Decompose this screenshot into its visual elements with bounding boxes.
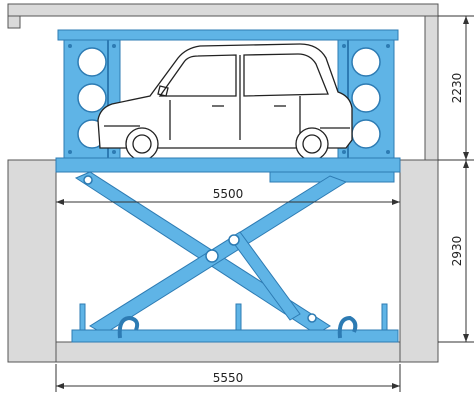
top-beam xyxy=(57,29,399,41)
right-wall-upper xyxy=(424,15,439,161)
pivot-pin xyxy=(83,175,93,185)
pivot-pin xyxy=(228,234,240,246)
scissor-lift-icon xyxy=(74,171,348,335)
column-hole xyxy=(351,47,381,77)
scissor-arm-1 xyxy=(74,171,331,335)
lifting-hook xyxy=(337,315,358,339)
suv-car-icon xyxy=(97,43,353,161)
pit-height-label: 2930 xyxy=(450,236,464,267)
ceiling-slab xyxy=(7,3,439,17)
concrete-structure xyxy=(7,3,439,363)
base-frame xyxy=(71,303,399,343)
upper-height-label: 2230 xyxy=(450,73,464,104)
pit-left-wall xyxy=(7,159,57,363)
column-hole xyxy=(351,119,381,149)
lift-platform xyxy=(55,157,401,183)
column-hole xyxy=(351,83,381,113)
hydraulic-cylinder xyxy=(229,231,301,321)
front-wheel xyxy=(125,127,159,161)
pivot-pin xyxy=(205,249,219,263)
pivot-pin xyxy=(307,313,317,323)
pit-width-label: 5550 xyxy=(213,371,244,385)
lifting-hook xyxy=(117,315,140,339)
rear-wheel xyxy=(295,127,329,161)
column-hole xyxy=(77,47,107,77)
platform-width-label: 5500 xyxy=(213,187,244,201)
platform-deck xyxy=(55,157,401,173)
upper-deck xyxy=(57,29,399,159)
column-hole xyxy=(77,83,107,113)
ceiling-lip xyxy=(7,15,21,29)
pit-floor xyxy=(55,341,401,363)
pit-right-wall xyxy=(399,159,439,363)
dimension-lines xyxy=(55,15,474,392)
base-rail xyxy=(71,329,399,343)
